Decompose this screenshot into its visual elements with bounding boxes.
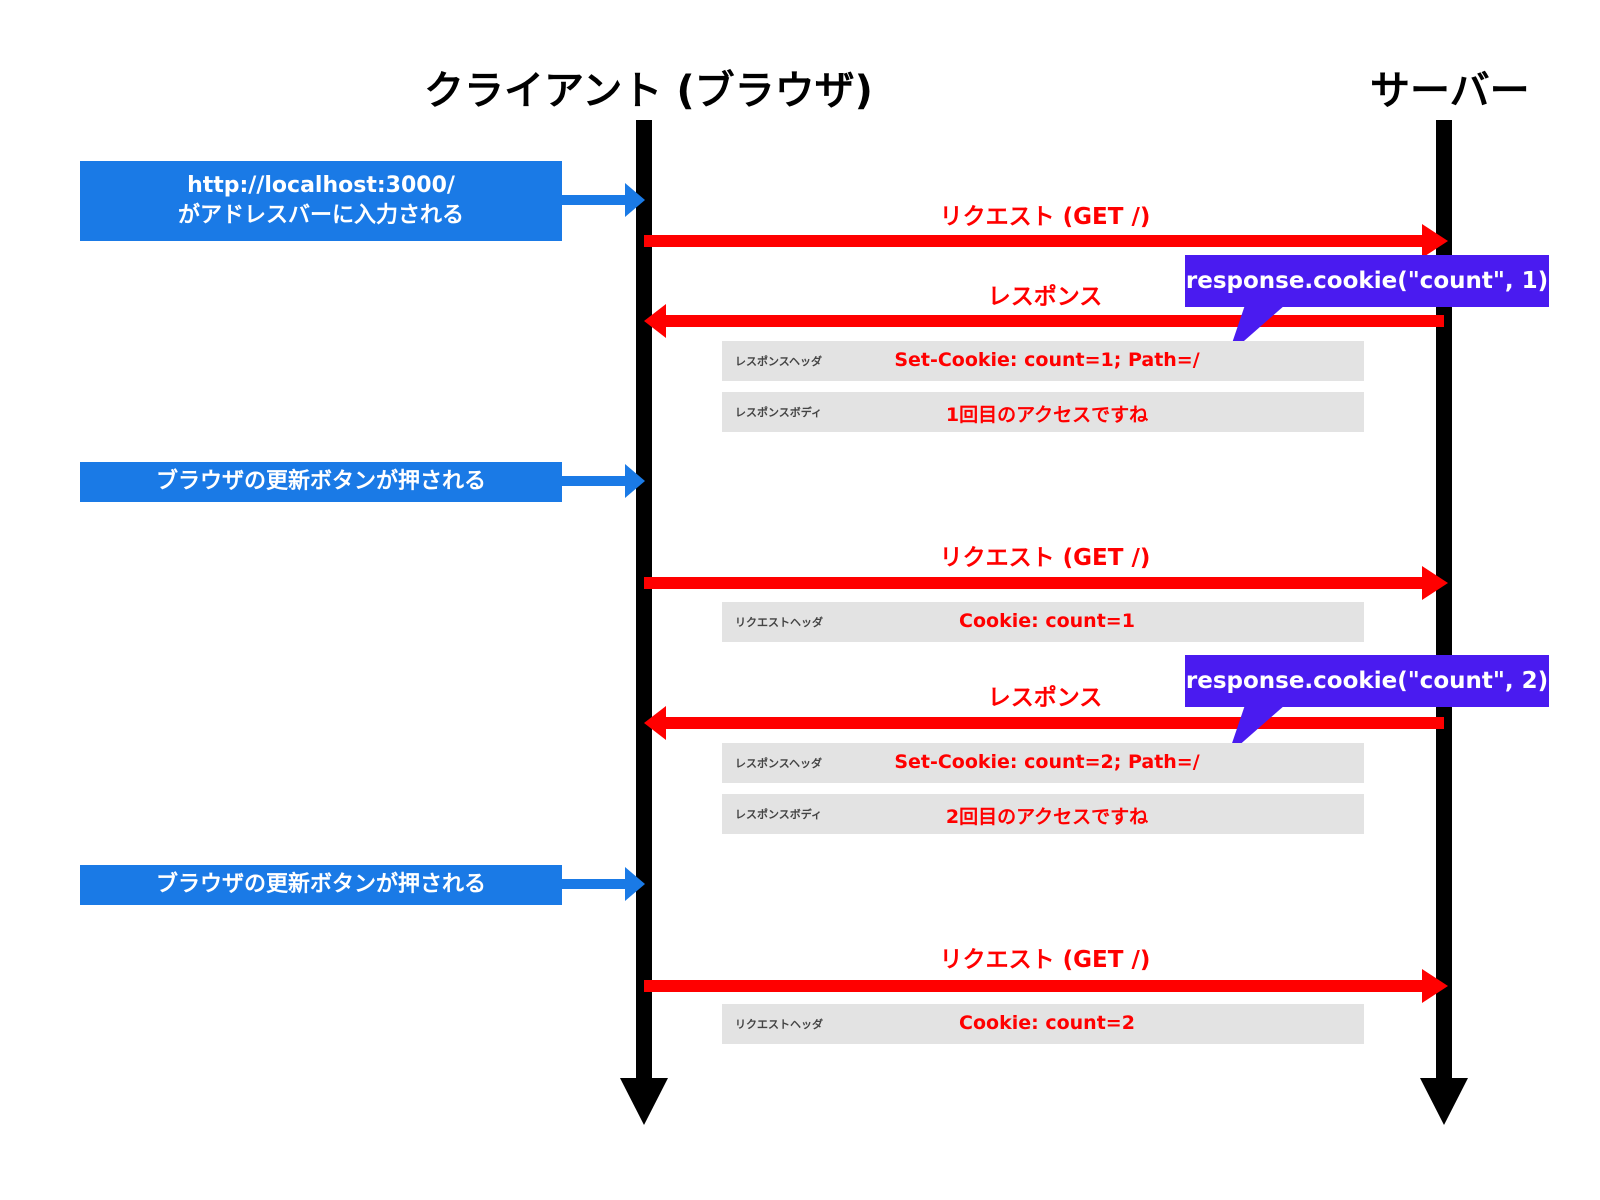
server-actor-title: サーバー xyxy=(1370,68,1530,114)
detail-row: レスポンスヘッダ Set-Cookie: count=2; Path=/ xyxy=(722,743,1364,783)
client-actor-title: クライアント (ブラウザ) xyxy=(424,68,873,114)
detail-label: レスポンスヘッダ xyxy=(735,355,823,368)
message-label: リクエスト (GET /) xyxy=(939,545,1151,571)
detail-value: Cookie: count=1 xyxy=(959,610,1135,632)
event-arrow xyxy=(562,867,645,901)
event-box: ブラウザの更新ボタンが押される xyxy=(80,865,562,905)
server-lifeline xyxy=(1420,120,1468,1125)
detail-row: レスポンスボディ 1回目のアクセスですね xyxy=(722,392,1364,432)
event-text: ブラウザの更新ボタンが押される xyxy=(155,469,486,494)
message-label: リクエスト (GET /) xyxy=(939,947,1151,973)
request-arrow xyxy=(644,969,1448,1003)
message-label: リクエスト (GET /) xyxy=(939,204,1151,230)
detail-label: レスポンスボディ xyxy=(735,808,823,821)
event-box: http://localhost:3000/ がアドレスバーに入力される xyxy=(80,161,562,241)
detail-value: Set-Cookie: count=2; Path=/ xyxy=(894,751,1200,773)
event-text: http://localhost:3000/ xyxy=(187,173,455,198)
detail-row: レスポンスヘッダ Set-Cookie: count=1; Path=/ xyxy=(722,341,1364,381)
detail-value: Cookie: count=2 xyxy=(959,1012,1135,1034)
detail-value: 2回目のアクセスですね xyxy=(945,806,1149,828)
event-arrow xyxy=(562,464,645,498)
detail-label: リクエストヘッダ xyxy=(735,1018,823,1031)
client-lifeline xyxy=(620,120,668,1125)
detail-label: レスポンスボディ xyxy=(735,406,823,419)
detail-row: リクエストヘッダ Cookie: count=1 xyxy=(722,602,1364,642)
detail-row: レスポンスボディ 2回目のアクセスですね xyxy=(722,794,1364,834)
event-text: がアドレスバーに入力される xyxy=(177,203,464,228)
request-arrow xyxy=(644,566,1448,600)
event-text: ブラウザの更新ボタンが押される xyxy=(155,872,486,897)
detail-value: Set-Cookie: count=1; Path=/ xyxy=(894,349,1200,371)
detail-value: 1回目のアクセスですね xyxy=(945,404,1149,426)
event-arrow xyxy=(562,183,645,217)
message-label: レスポンス xyxy=(987,685,1103,711)
message-label: レスポンス xyxy=(987,284,1103,310)
event-box: ブラウザの更新ボタンが押される xyxy=(80,462,562,502)
detail-label: リクエストヘッダ xyxy=(735,616,823,629)
detail-label: レスポンスヘッダ xyxy=(735,757,823,770)
request-arrow xyxy=(644,224,1448,258)
code-callout: response.cookie("count", 2) xyxy=(1185,655,1549,707)
code-callout: response.cookie("count", 1) xyxy=(1185,255,1549,307)
detail-row: リクエストヘッダ Cookie: count=2 xyxy=(722,1004,1364,1044)
callout-tail xyxy=(1228,705,1285,755)
